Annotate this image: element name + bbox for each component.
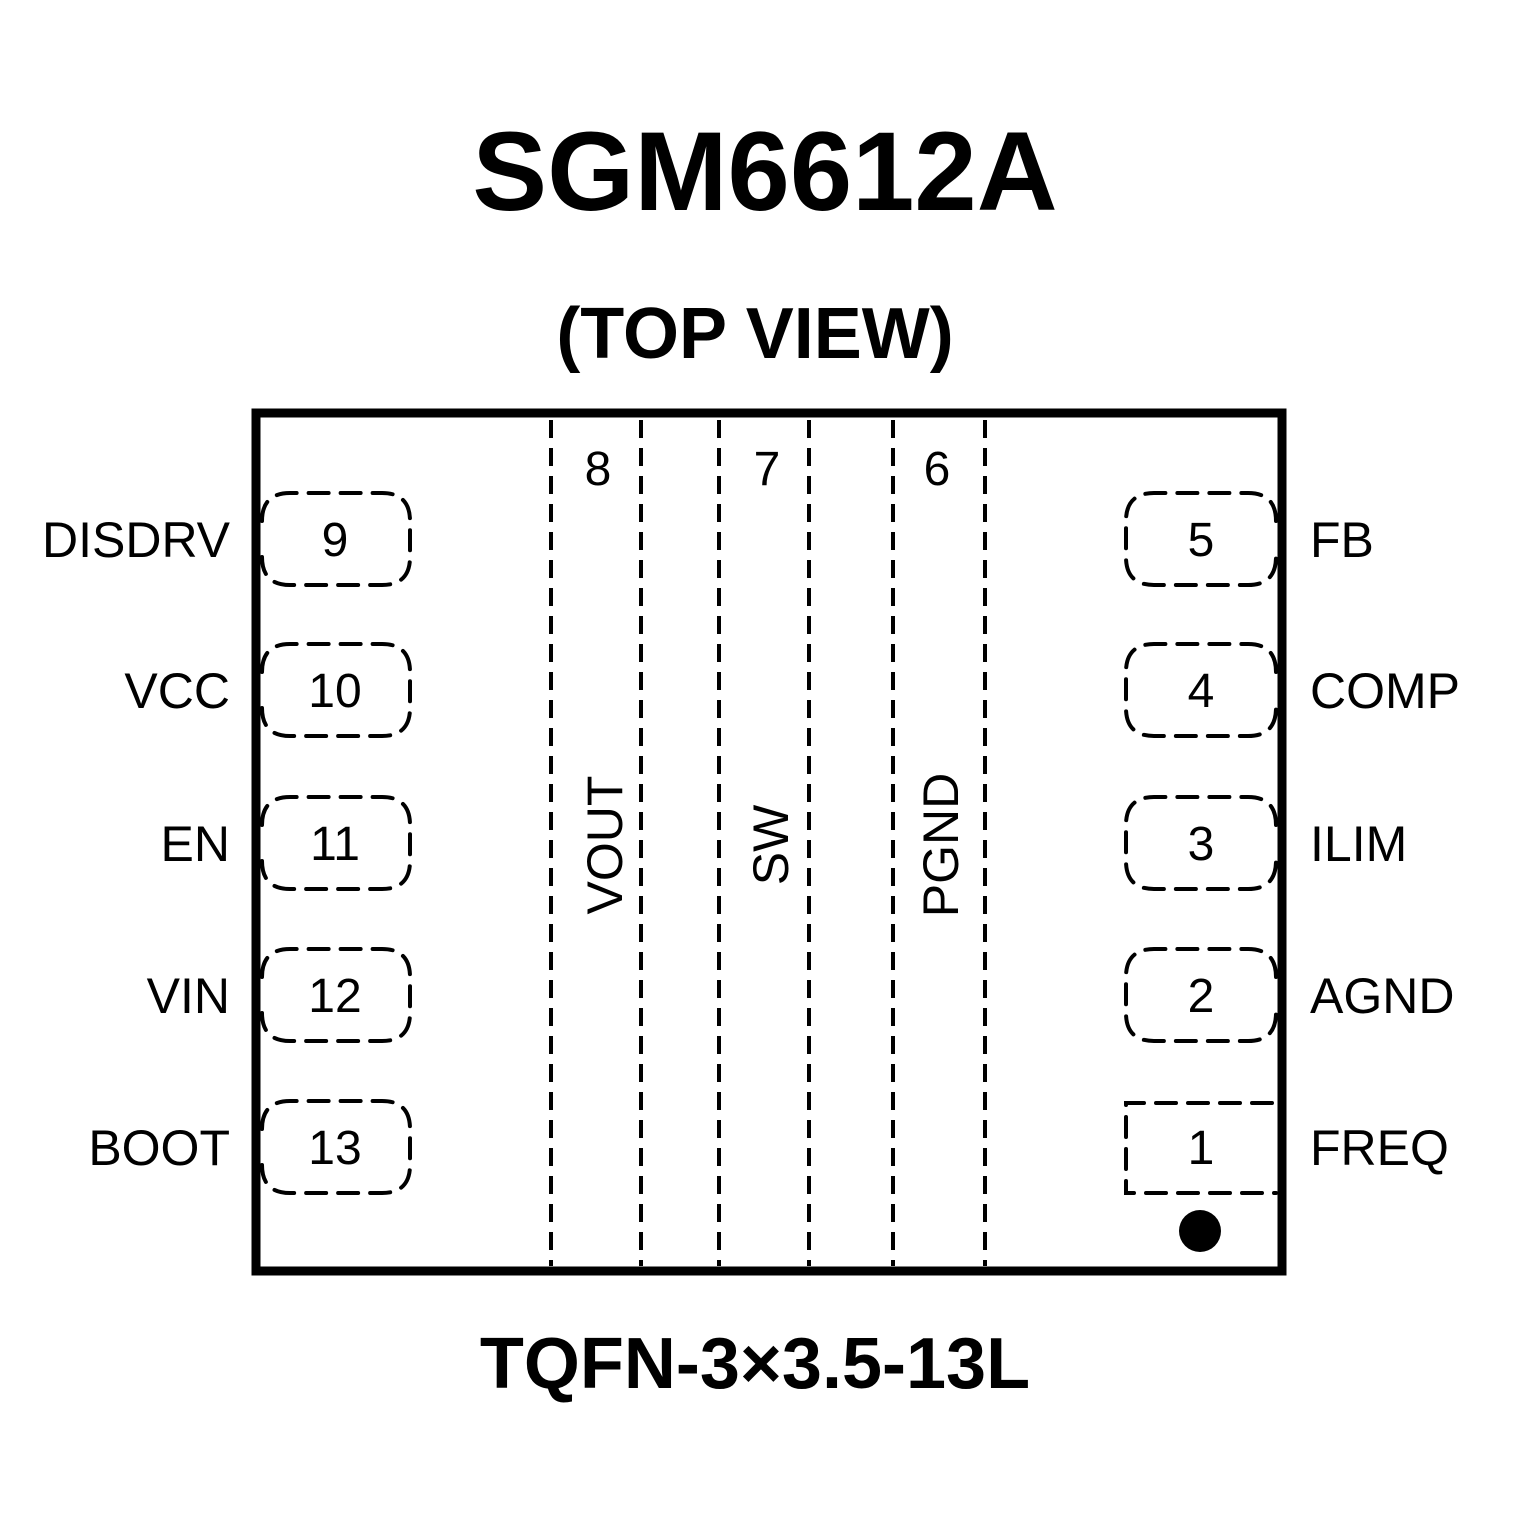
pin-number: 13 [308, 1122, 361, 1175]
pad-outline [1124, 642, 1278, 738]
pad-outline [260, 795, 412, 891]
pin-number: 6 [924, 443, 951, 496]
pin-name: VIN [147, 968, 230, 1024]
pin-4: 4 COMP [1124, 642, 1460, 738]
pad-outline [260, 947, 412, 1043]
pad-outline [1124, 1101, 1278, 1195]
pin-name: PGND [913, 773, 969, 917]
exposed-pad-outlines [549, 420, 987, 1266]
pin-3: 3 ILIM [1124, 795, 1407, 891]
pin-number: 9 [322, 514, 349, 567]
pin-name: BOOT [88, 1120, 230, 1176]
pin-10: 10 VCC [124, 642, 412, 738]
package-body [251, 408, 1287, 1276]
pin-number: 3 [1188, 818, 1215, 871]
pin-2: 2 AGND [1124, 947, 1454, 1043]
pin1-indicator-dot [1179, 1210, 1221, 1252]
pad-outline [260, 1099, 412, 1195]
pin-number: 8 [585, 443, 612, 496]
pad-outline [1124, 491, 1278, 587]
pin-13: 13 BOOT [88, 1099, 412, 1195]
pad-outline [1124, 795, 1278, 891]
pin-name: ILIM [1310, 816, 1407, 872]
pin-name: VOUT [577, 776, 633, 915]
pad-outline [260, 491, 412, 587]
package-label: TQFN-3×3.5-13L [480, 1324, 1030, 1404]
pin-number: 7 [754, 443, 781, 496]
pin-name: COMP [1310, 663, 1460, 719]
pin-number: 1 [1188, 1122, 1215, 1175]
chip-title: SGM6612A [472, 109, 1057, 234]
view-label: (TOP VIEW) [556, 294, 953, 374]
pin-name: DISDRV [42, 512, 231, 568]
pin-5: 5 FB [1124, 491, 1374, 587]
pin-11: 11 EN [161, 795, 412, 891]
pin-12: 12 VIN [147, 947, 412, 1043]
pin-7: 7SW [743, 443, 799, 885]
pin-number: 10 [308, 665, 361, 718]
pin-number: 4 [1188, 665, 1215, 718]
pin-number: 2 [1188, 970, 1215, 1023]
pad-outline [1124, 947, 1278, 1043]
pin-number: 5 [1188, 514, 1215, 567]
pin-name: SW [743, 804, 799, 885]
pin-9: 9 DISDRV [42, 491, 412, 587]
pin-name: FREQ [1310, 1120, 1449, 1176]
pin-1: 1 FREQ [1124, 1101, 1449, 1195]
pin-name: FB [1310, 512, 1374, 568]
pin-number: 11 [310, 818, 360, 871]
pin-name: VCC [124, 663, 230, 719]
pad-outline [260, 642, 412, 738]
pin-number: 12 [308, 970, 361, 1023]
pin-name: AGND [1310, 968, 1454, 1024]
pin-name: EN [161, 816, 230, 872]
